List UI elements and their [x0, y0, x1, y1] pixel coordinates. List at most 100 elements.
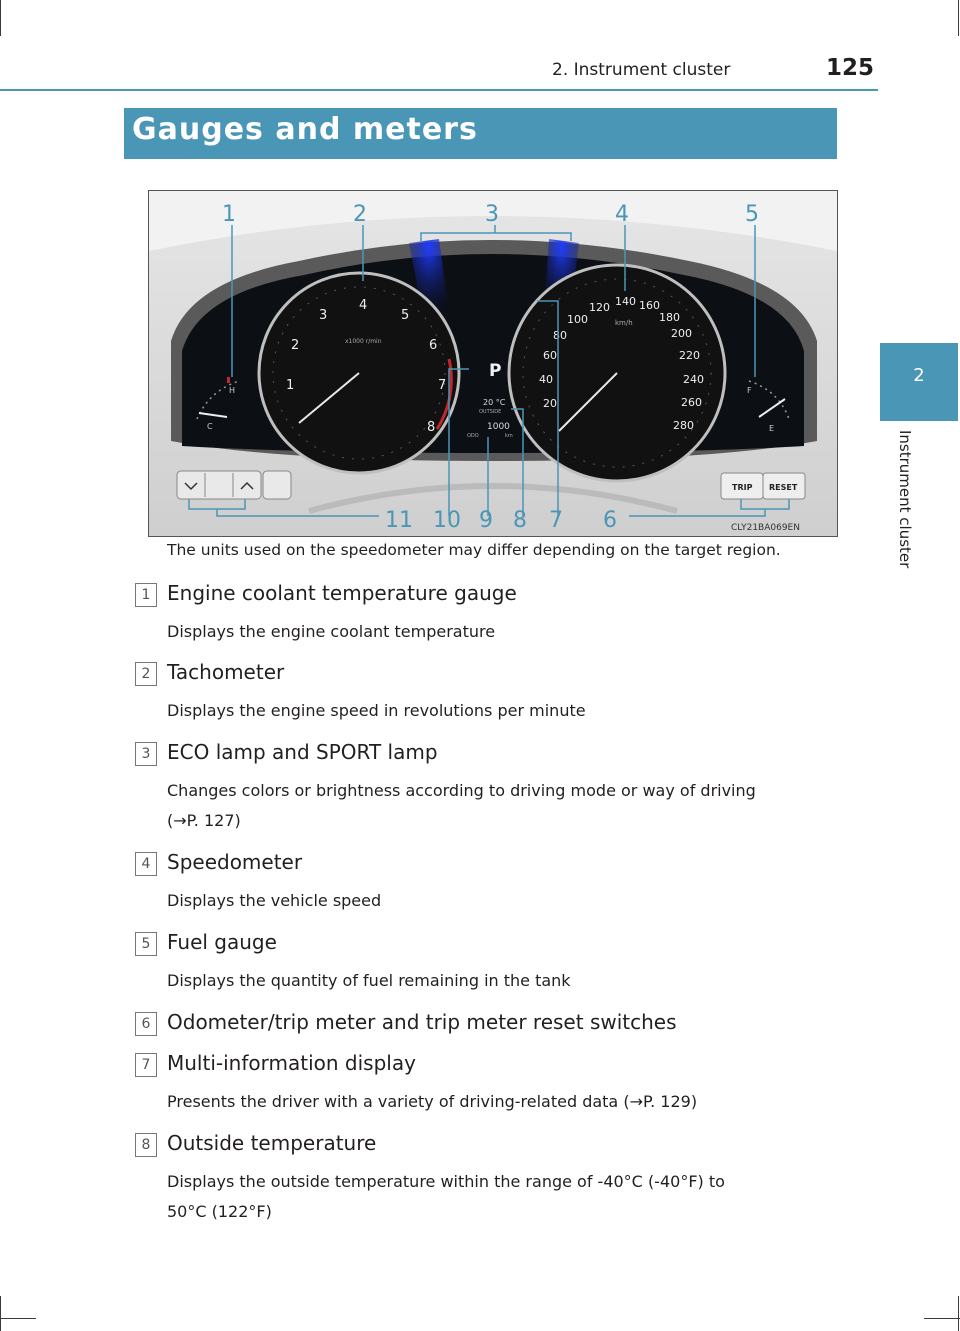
crop-mark: [0, 0, 1, 36]
tachometer-dial: 1 2 3 4 5 6 7 8 x1000 r/min: [257, 271, 461, 475]
speed-tick-20: 20: [543, 397, 557, 410]
item-title: ECO lamp and SPORT lamp: [167, 740, 438, 764]
item-title: Odometer/trip meter and trip meter reset…: [167, 1010, 677, 1034]
tach-tick-2: 2: [291, 338, 299, 353]
figure-caption: The units used on the speedometer may di…: [167, 541, 781, 559]
fuel-gauge: F E: [747, 380, 790, 433]
speed-tick-80: 80: [553, 329, 567, 342]
item-title: Speedometer: [167, 850, 303, 874]
odometer-value: 1000: [487, 422, 510, 432]
speed-tick-100: 100: [567, 313, 588, 326]
tach-tick-5: 5: [401, 308, 409, 323]
callouts: 1 2 3 4 5 6 7 8 9 10 11: [222, 202, 759, 533]
section-banner: Gauges and meters: [124, 108, 837, 159]
tach-tick-4: 4: [359, 298, 367, 313]
speed-tick-240: 240: [683, 373, 704, 386]
gear-indicator: P: [489, 361, 501, 381]
item-number-badge: 8: [135, 1133, 157, 1157]
trip-button-label: TRIP: [732, 483, 753, 492]
callout-3: 3: [485, 202, 499, 227]
page-number: 125: [826, 55, 875, 81]
speed-tick-220: 220: [679, 349, 700, 362]
item-number-badge: 1: [135, 583, 157, 607]
item-description: Changes colors or brightness according t…: [167, 781, 756, 800]
crop-mark: [958, 0, 959, 36]
odometer-unit: km: [505, 433, 513, 439]
speed-tick-160: 160: [639, 299, 660, 312]
multi-information-display: P 20 °C OUTSIDE 1000 ODO km: [467, 361, 513, 439]
item-title: Outside temperature: [167, 1131, 377, 1155]
eco-lamp-left: [409, 239, 449, 321]
speed-tick-60: 60: [543, 349, 557, 362]
instrument-cluster-illustration: 1 2 3 4 5 6 7 8 x1000 r/min 20 40 60 80 …: [149, 191, 837, 536]
callout-11: 11: [385, 508, 413, 533]
trip-reset-switches: TRIP RESET: [720, 472, 806, 500]
callout-6: 6: [603, 508, 617, 533]
tach-unit: x1000 r/min: [345, 338, 382, 345]
reset-button-label: RESET: [769, 483, 798, 492]
fuel-empty-label: E: [769, 424, 774, 433]
item-description: Displays the engine speed in revolutions…: [167, 701, 586, 720]
speed-needle: [558, 372, 618, 432]
item-description: Displays the engine coolant temperature: [167, 622, 496, 641]
crop-mark: [958, 1296, 959, 1331]
coolant-high-label: H: [229, 386, 235, 395]
tach-tick-3: 3: [319, 308, 327, 323]
chapter-tab: 2: [880, 343, 958, 421]
callout-1: 1: [222, 202, 236, 227]
item-number-badge: 7: [135, 1053, 157, 1077]
speed-unit: km/h: [615, 319, 633, 327]
speed-tick-200: 200: [671, 327, 692, 340]
tach-tick-7: 7: [438, 378, 446, 393]
callout-7: 7: [549, 508, 563, 533]
header-rule: [0, 89, 878, 91]
outside-temp-value: 20 °C: [483, 398, 506, 407]
figure-code: CLY21BA069EN: [731, 523, 800, 533]
crop-mark: [924, 1318, 960, 1319]
item-number-badge: 3: [135, 742, 157, 766]
item-title: Multi-information display: [167, 1051, 416, 1075]
odometer-label: ODO: [467, 433, 479, 439]
crop-mark: [0, 1318, 36, 1319]
chapter-tab-label: Instrument cluster: [896, 430, 914, 569]
speed-tick-140: 140: [615, 295, 636, 308]
item-title: Tachometer: [167, 660, 285, 684]
item-description: 50°C (122°F): [167, 1202, 272, 1221]
item-description: Displays the outside temperature within …: [167, 1172, 725, 1191]
item-description: (→P. 127): [167, 811, 241, 830]
instrument-cluster-figure: 1 2 3 4 5 6 7 8 x1000 r/min 20 40 60 80 …: [148, 190, 838, 537]
tach-tick-6: 6: [429, 338, 437, 353]
item-number-badge: 2: [135, 662, 157, 686]
item-number-badge: 4: [135, 852, 157, 876]
speed-tick-260: 260: [681, 396, 702, 409]
outside-temp-label: OUTSIDE: [479, 409, 501, 415]
speed-tick-40: 40: [539, 373, 553, 386]
fuel-full-label: F: [747, 386, 752, 395]
item-description: Displays the quantity of fuel remaining …: [167, 971, 571, 990]
speedometer-dial: 20 40 60 80 100 120 140 160 180 200 220 …: [507, 263, 727, 483]
callout-10: 10: [433, 508, 461, 533]
callout-4: 4: [615, 202, 629, 227]
section-title: 2. Instrument cluster: [552, 60, 731, 80]
tach-tick-1: 1: [286, 378, 294, 393]
item-title: Fuel gauge: [167, 930, 277, 954]
banner-title: Gauges and meters: [132, 112, 478, 147]
steering-switches-left: [176, 470, 292, 500]
item-title: Engine coolant temperature gauge: [167, 581, 517, 605]
item-description: Presents the driver with a variety of dr…: [167, 1092, 698, 1111]
callout-5: 5: [745, 202, 759, 227]
callout-9: 9: [479, 508, 493, 533]
callout-2: 2: [353, 202, 367, 227]
coolant-temp-gauge: H C: [196, 377, 240, 431]
speed-tick-180: 180: [659, 311, 680, 324]
speed-tick-280: 280: [673, 419, 694, 432]
tach-needle: [298, 372, 360, 424]
crop-mark: [0, 1296, 1, 1331]
coolant-low-label: C: [207, 422, 213, 431]
tach-tick-8: 8: [427, 420, 435, 435]
speed-tick-120: 120: [589, 301, 610, 314]
callout-8: 8: [513, 508, 527, 533]
item-number-badge: 5: [135, 932, 157, 956]
item-number-badge: 6: [135, 1012, 157, 1036]
item-description: Displays the vehicle speed: [167, 891, 382, 910]
